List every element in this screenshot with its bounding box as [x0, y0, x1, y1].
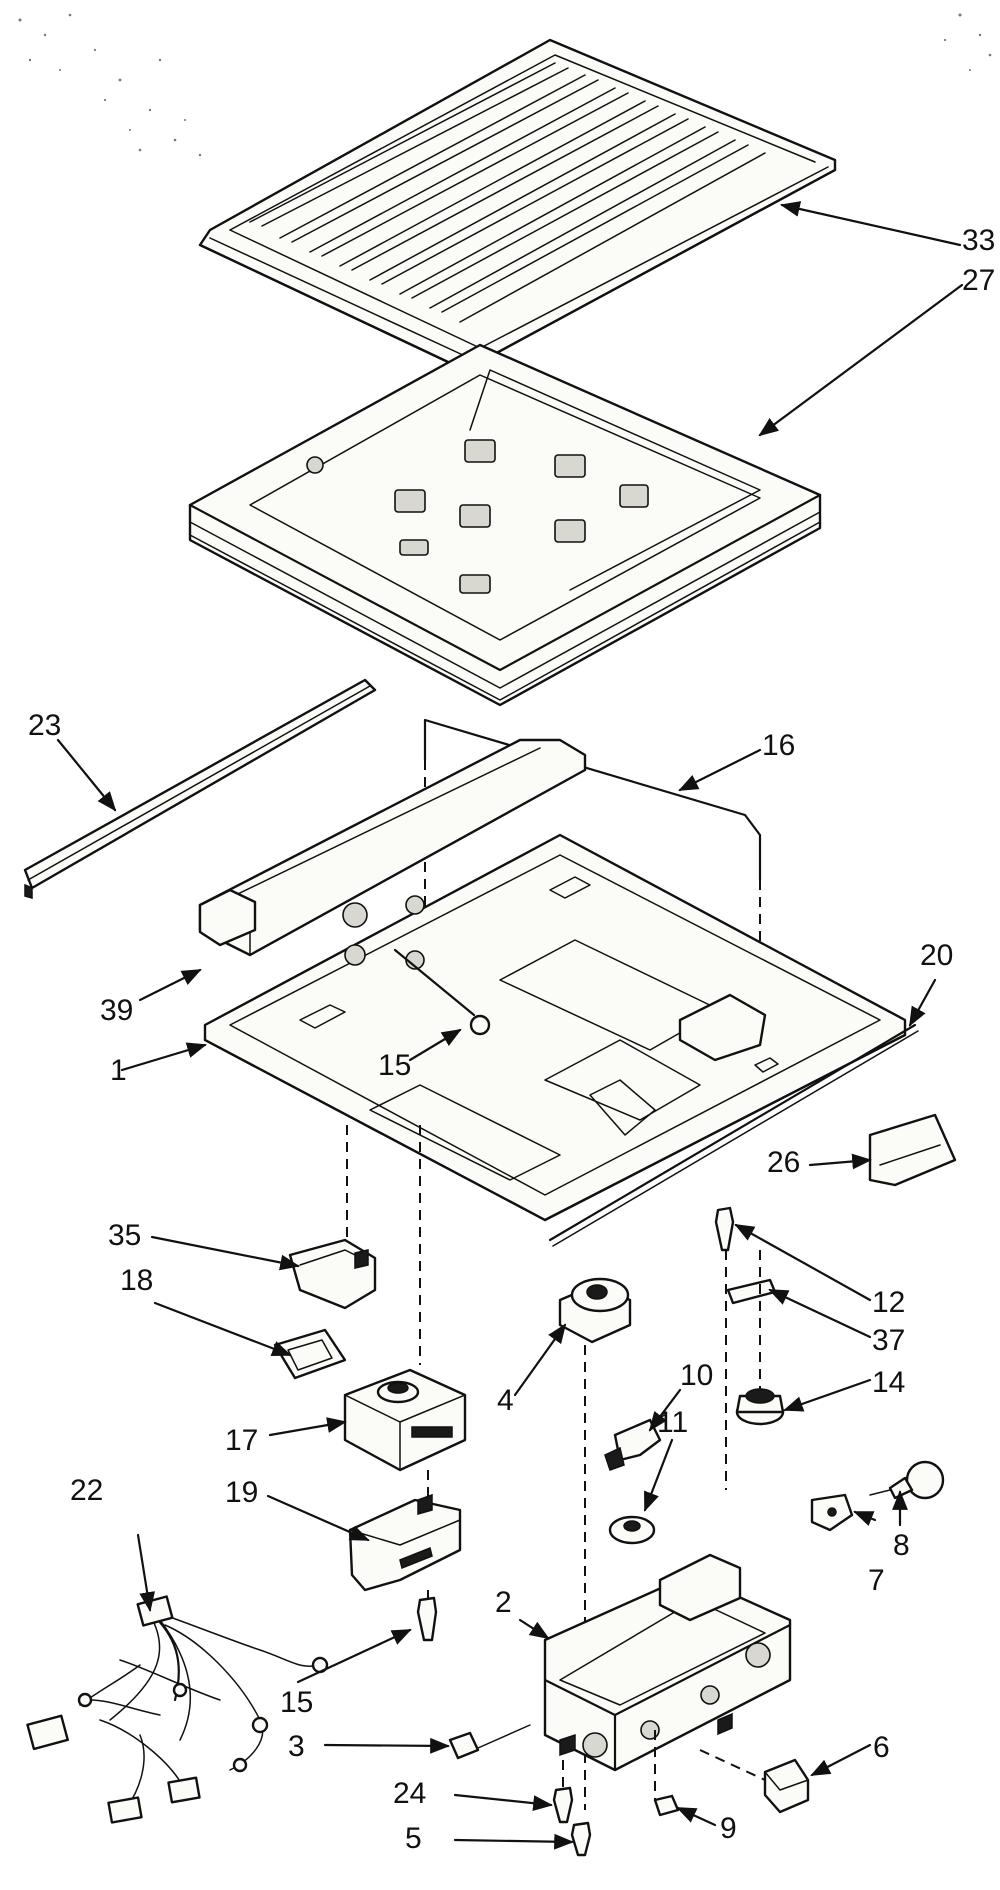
label-11: 11 [657, 1406, 688, 1439]
label-23: 23 [28, 709, 61, 742]
label-2: 2 [495, 1586, 512, 1619]
label-15-lower: 15 [280, 1686, 313, 1719]
label-15-upper: 15 [378, 1049, 411, 1082]
label-12: 12 [872, 1286, 905, 1319]
part-35-switch [288, 1125, 377, 1310]
label-37: 37 [872, 1324, 905, 1357]
part-33-shelf-cover [198, 38, 837, 372]
part-6-switch [699, 1749, 810, 1814]
label-39: 39 [100, 994, 133, 1027]
part-10-sensor [604, 1414, 666, 1471]
label-5: 5 [405, 1822, 422, 1855]
part-39-block [198, 888, 257, 947]
label-4: 4 [497, 1384, 514, 1417]
part-8-light-bulb [869, 1460, 945, 1500]
part-15-upper-screw [393, 948, 491, 1036]
part-19-bracket [348, 1493, 462, 1592]
part-5-screw [570, 1821, 592, 1857]
speckle-texture-top-right [943, 13, 992, 71]
label-6: 6 [873, 1731, 890, 1764]
label-3: 3 [288, 1730, 305, 1763]
part-1-main-housing [198, 738, 907, 1222]
label-18: 18 [120, 1264, 153, 1297]
part-12-screw [714, 1206, 735, 1490]
label-8: 8 [893, 1529, 910, 1562]
label-17: 17 [225, 1424, 258, 1457]
part-11-fan-blade [608, 1515, 656, 1545]
leader-lines [56, 201, 964, 1850]
label-27: 27 [962, 264, 995, 297]
part-26-flap [868, 1113, 957, 1187]
part-22-wiring-harness [26, 1595, 329, 1824]
part-7-socket [810, 1493, 854, 1532]
part-3-clip [448, 1724, 531, 1760]
label-9: 9 [720, 1812, 737, 1845]
speckle-texture-top-left [18, 13, 202, 157]
part-4-fan-motor [558, 1277, 632, 1810]
label-22: 22 [70, 1474, 103, 1507]
label-35: 35 [108, 1219, 141, 1252]
part-27-pan-frame [188, 343, 822, 707]
label-16: 16 [762, 729, 795, 762]
part-20-strip [548, 1023, 919, 1247]
part-15-lower-screw [416, 1590, 438, 1642]
label-26: 26 [767, 1146, 800, 1179]
part-2-base-bracket [543, 1553, 792, 1800]
label-33: 33 [962, 224, 995, 257]
part-number-labels: 33 27 23 16 20 39 1 15 26 35 18 12 37 10… [28, 224, 995, 1855]
label-20: 20 [920, 939, 953, 972]
label-19: 19 [225, 1476, 258, 1509]
part-9-nut [653, 1794, 680, 1817]
label-1: 1 [110, 1054, 127, 1087]
part-17-control-box [343, 1125, 467, 1505]
label-7: 7 [868, 1564, 885, 1597]
part-14-knob [735, 1388, 785, 1426]
label-10: 10 [680, 1359, 713, 1392]
part-24-screw [552, 1760, 574, 1824]
part-18-gasket [273, 1328, 347, 1380]
label-14: 14 [872, 1366, 905, 1399]
label-24: 24 [393, 1777, 426, 1810]
part-23-trim-strip [23, 678, 377, 899]
